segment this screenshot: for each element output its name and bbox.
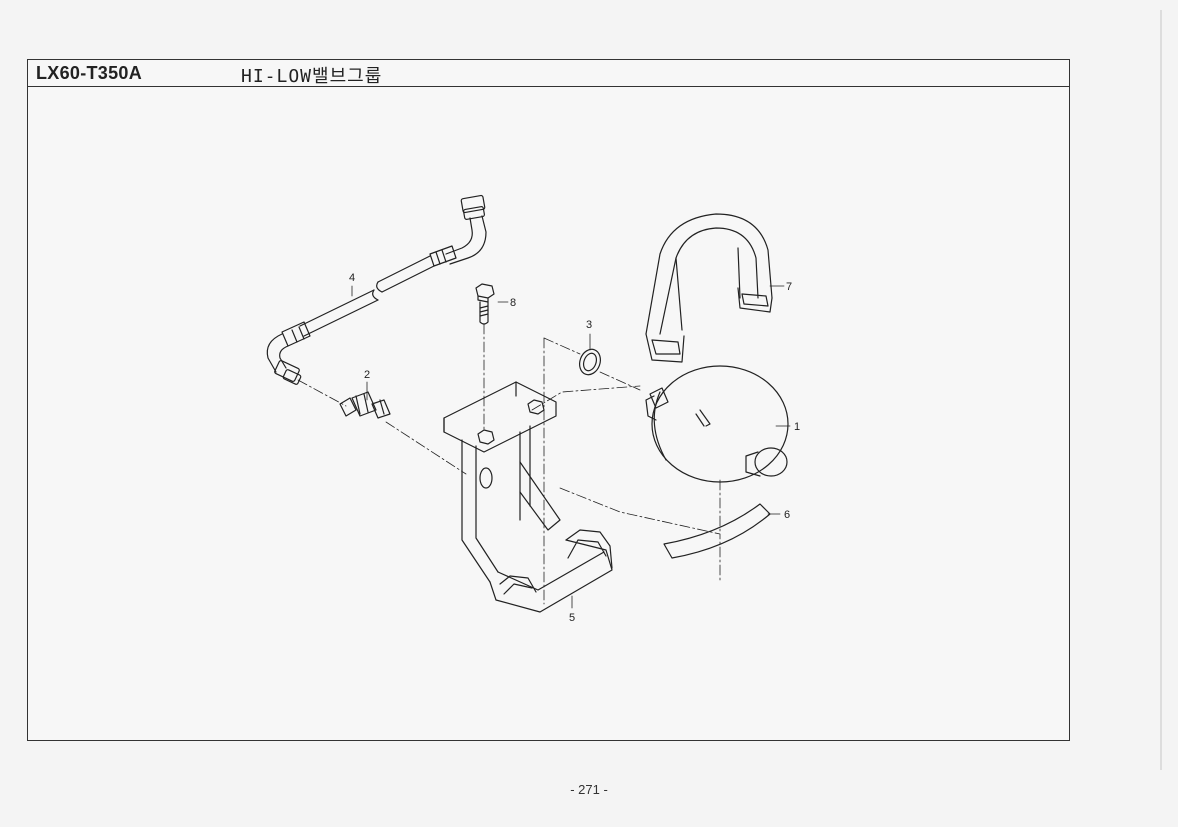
part-pad	[663, 503, 771, 559]
part-strap	[645, 213, 773, 363]
callout-2: 2	[364, 369, 370, 381]
title-bar: LX60-T350A HI-LOW밸브그룹	[28, 60, 1069, 87]
callout-7: 7	[786, 281, 792, 293]
leader-lines	[351, 285, 791, 609]
part-hose	[266, 194, 487, 385]
scan-edge-shadow	[1160, 10, 1162, 770]
part-bracket	[443, 381, 613, 613]
callout-5: 5	[569, 612, 575, 624]
callout-4: 4	[349, 272, 355, 284]
part-bolt	[475, 283, 495, 325]
model-code: LX60-T350A	[36, 63, 143, 83]
part-valve	[339, 391, 391, 419]
callout-labels: 4 2 3 8 1 6 7 5	[349, 272, 800, 624]
part-washer	[579, 348, 601, 376]
callout-6: 6	[784, 509, 790, 521]
callout-1: 1	[794, 421, 800, 433]
callout-8: 8	[510, 297, 516, 309]
page-number: - 271 -	[570, 782, 608, 797]
group-title: HI-LOW밸브그룹	[241, 66, 383, 87]
assembly-lines	[297, 323, 721, 605]
part-accumulator	[645, 365, 789, 483]
callout-3: 3	[586, 319, 592, 331]
